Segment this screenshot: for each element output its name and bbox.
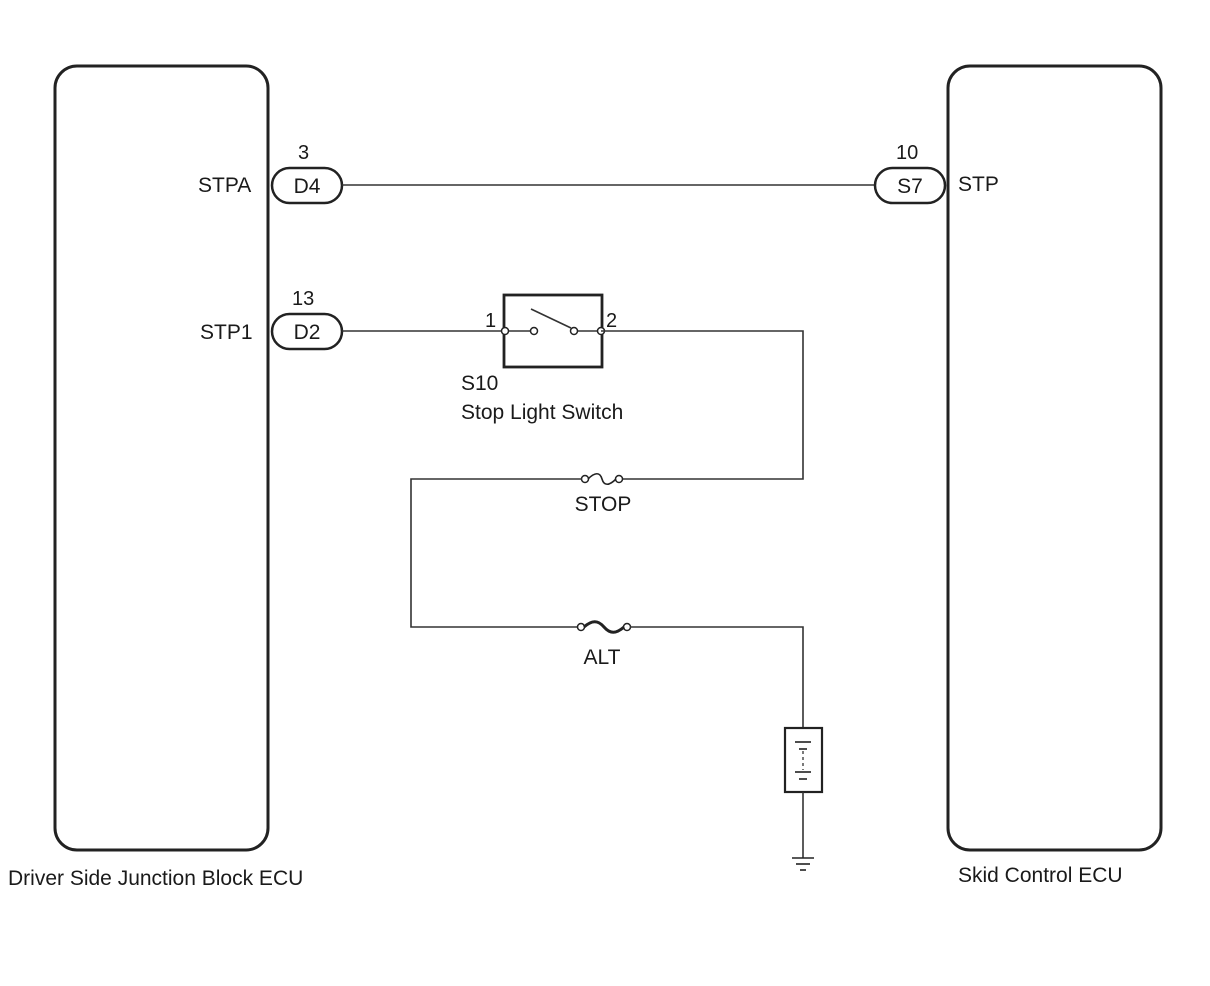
switch-pin-1: 1 <box>485 310 496 332</box>
terminal-label-stp1: STP1 <box>200 321 253 344</box>
connector-d4-label: D4 <box>294 175 321 198</box>
connector-d2-label: D2 <box>294 321 321 344</box>
wire-stop-fuse-to-alt-fuse <box>410 478 582 628</box>
terminal-label-stp: STP <box>958 173 999 196</box>
skid-control-ecu-label: Skid Control ECU <box>958 864 1123 887</box>
pin-number-3: 3 <box>298 142 309 164</box>
stop-fuse-terminal-left <box>580 474 590 484</box>
switch-contact-right <box>569 326 579 336</box>
switch-contact-left <box>529 326 539 336</box>
wire-alt-fuse-to-battery <box>630 626 804 728</box>
terminal-label-stpa: STPA <box>198 174 251 197</box>
alt-fuse-element <box>583 620 625 634</box>
stop-fuse-label: STOP <box>575 493 632 516</box>
switch-terminal-1 <box>500 326 510 336</box>
stop-fuse-element <box>587 472 617 486</box>
driver-side-junction-block-ecu-label: Driver Side Junction Block ECU <box>8 867 303 890</box>
pin-number-10: 10 <box>896 142 918 164</box>
switch-pin-2: 2 <box>606 310 617 332</box>
connector-s7-label: S7 <box>897 175 923 198</box>
skid-control-ecu-box <box>946 64 1163 852</box>
alt-fuse-terminal-right <box>622 622 632 632</box>
connector-s7 <box>873 166 947 205</box>
switch-code-label: S10 <box>461 372 498 395</box>
alt-fuse-terminal-left <box>576 622 586 632</box>
wire-switch-to-stop-fuse <box>601 330 804 480</box>
switch-name-label: Stop Light Switch <box>461 401 623 424</box>
pin-number-13: 13 <box>292 288 314 310</box>
switch-lever <box>530 308 572 329</box>
alt-fuse-label: ALT <box>584 646 621 669</box>
driver-side-junction-block-ecu-box <box>53 64 270 852</box>
stop-fuse-terminal-right <box>614 474 624 484</box>
